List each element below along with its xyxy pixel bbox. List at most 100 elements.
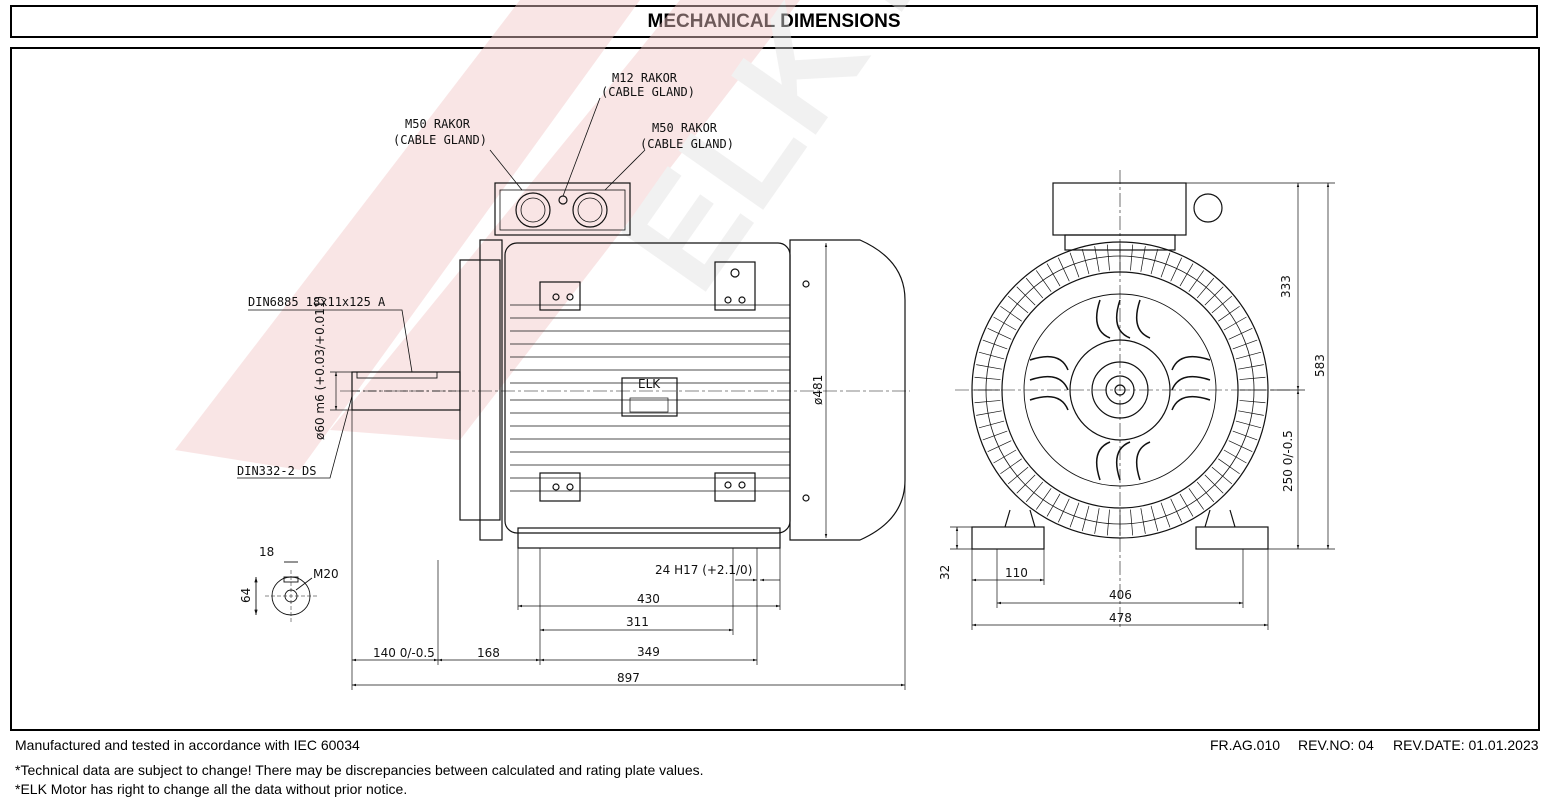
fin-line (1069, 502, 1080, 528)
dim-bolt-hole: 24 H17 (+2.1/0) (655, 563, 752, 577)
callout-m12-line2: (CABLE GLAND) (601, 85, 695, 99)
fin-line (1035, 488, 1052, 510)
dim-478: 478 (1109, 611, 1132, 625)
side-dimension-lines (330, 243, 906, 690)
fin-line (976, 410, 1002, 416)
callout-m50-right-line2: (CABLE GLAND) (640, 137, 734, 151)
cooling-fins (510, 304, 790, 492)
dim-key-width: 18 (259, 545, 274, 559)
dim-250: 250 0/-0.5 (1281, 430, 1295, 492)
fin-line (1046, 493, 1061, 517)
dim-frame-dia: ø481 (811, 375, 825, 405)
fin-line (1223, 316, 1247, 331)
fin-line (1170, 257, 1183, 282)
fin-line (1140, 246, 1146, 272)
dim-333: 333 (1279, 275, 1293, 298)
fin-line (1130, 509, 1134, 536)
footer-doc-code: FR.AG.010 (1210, 737, 1281, 753)
fin-line (1218, 458, 1240, 475)
motor-side-view (340, 182, 910, 549)
fin-line (1094, 246, 1100, 272)
callout-m50-right: M50 RAKOR (CABLE GLAND) (640, 121, 734, 151)
fin-line (1130, 244, 1134, 271)
fin-line (974, 376, 1001, 380)
fin-line (1235, 351, 1262, 360)
fin-line (1150, 248, 1159, 275)
fin-line (1057, 498, 1070, 523)
fin-line (987, 327, 1012, 340)
fin-line (978, 351, 1005, 360)
page-title: MECHANICAL DIMENSIONS (648, 11, 901, 32)
fin-line (1094, 508, 1100, 534)
drawing-frame (10, 47, 1540, 731)
fin-line (1007, 466, 1029, 485)
fin-line (1025, 277, 1044, 299)
fin-line (1211, 295, 1233, 314)
fin-line (1188, 270, 1205, 292)
fin-line (1211, 466, 1233, 485)
fin-line (1238, 410, 1264, 416)
fin-line (1016, 286, 1036, 306)
fin-line (1238, 364, 1264, 370)
fin-line (1218, 305, 1240, 322)
fin-line (1035, 270, 1052, 292)
fin-line (982, 339, 1008, 350)
fin-line (1228, 327, 1253, 340)
fin-line (1069, 252, 1080, 278)
dim-shaft-len: 140 0/-0.5 (373, 646, 435, 660)
fin-line (1007, 295, 1029, 314)
callout-m12-line1: M12 RAKOR (612, 71, 678, 85)
dim-349: 349 (637, 645, 660, 659)
fin-line (1057, 257, 1070, 282)
fin-line (1239, 376, 1266, 380)
footer-note-1: *Technical data are subject to change! T… (15, 762, 704, 778)
fin-line (1188, 488, 1205, 510)
fin-line (987, 440, 1012, 453)
fin-line (1204, 286, 1224, 306)
dim-311: 311 (626, 615, 649, 629)
fin-line (1223, 449, 1247, 464)
fin-line (1025, 481, 1044, 503)
dim-foot-32: 32 (938, 565, 952, 580)
callout-m12: M12 RAKOR (CABLE GLAND) (601, 71, 695, 99)
fin-line (1000, 458, 1022, 475)
fin-line (1160, 502, 1171, 528)
fin-line (1081, 248, 1090, 275)
fin-line (1232, 339, 1258, 350)
footer-rev-date: REV.DATE: 01.01.2023 (1393, 737, 1539, 753)
rating-plate-label: ELK (638, 377, 661, 391)
motor-front-view (955, 170, 1290, 630)
callout-m50-right-line1: M50 RAKOR (652, 121, 718, 135)
dim-897: 897 (617, 671, 640, 685)
dim-168: 168 (477, 646, 500, 660)
fin-line (1179, 263, 1194, 287)
callout-thread: DIN332-2 DS (237, 464, 316, 478)
fin-line (1000, 305, 1022, 322)
fin-line (1150, 505, 1159, 532)
header-bar: MECHANICAL DIMENSIONS (10, 5, 1538, 38)
dim-430: 430 (637, 592, 660, 606)
footer-rev-no: REV.NO: 04 (1298, 737, 1374, 753)
callout-key: DIN6885 18x11x125 A (248, 295, 386, 309)
fin-line (1204, 474, 1224, 494)
dim-foot-110: 110 (1005, 566, 1028, 580)
fin-line (1196, 277, 1215, 299)
fin-line (1179, 493, 1194, 517)
fin-line (1228, 440, 1253, 453)
fin-line (1170, 498, 1183, 523)
fin-line (993, 316, 1017, 331)
fin-line (993, 449, 1017, 464)
fin-line (1196, 481, 1215, 503)
dim-key-height: 64 (239, 588, 253, 603)
dim-shaft-dia: ø60 m6 (+0.03/+0.011) (313, 296, 327, 440)
fin-line (1239, 400, 1266, 404)
callout-leaders (237, 97, 646, 479)
callout-m50-left: M50 RAKOR (CABLE GLAND) (393, 117, 487, 147)
callout-m50-left-line1: M50 RAKOR (405, 117, 471, 131)
dim-406: 406 (1109, 588, 1132, 602)
fin-line (974, 400, 1001, 404)
fin-line (1235, 420, 1262, 429)
fin-line (978, 420, 1005, 429)
callout-m50-left-line2: (CABLE GLAND) (393, 133, 487, 147)
